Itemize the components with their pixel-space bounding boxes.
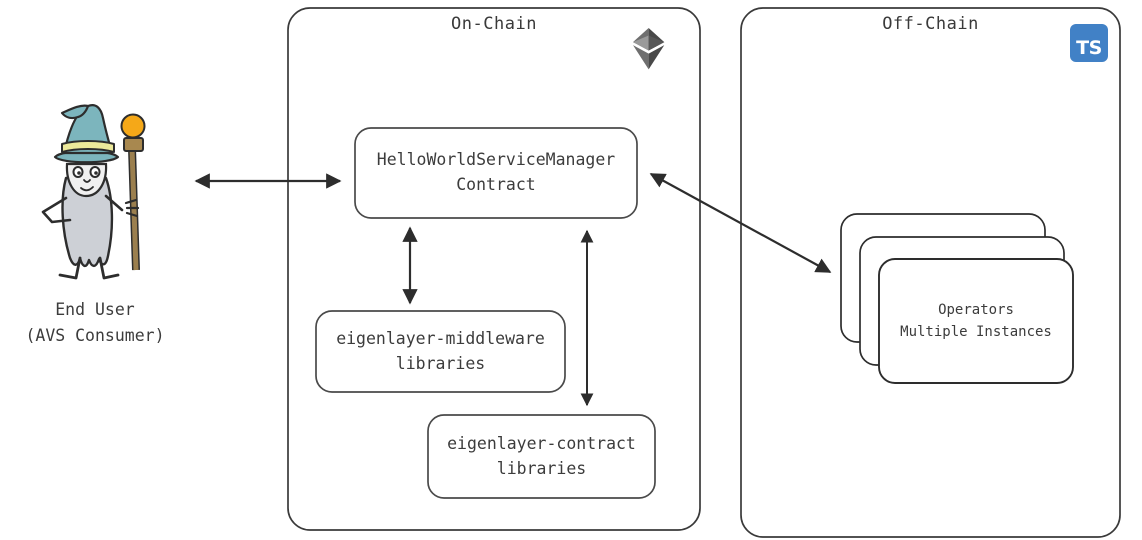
node-operators[interactable]	[878, 258, 1074, 384]
arrow-service-manager-to-operators	[649, 173, 832, 273]
typescript-icon: TS	[1070, 24, 1108, 62]
node-service-manager[interactable]	[354, 127, 638, 219]
end-user-label: End User (AVS Consumer)	[25, 300, 165, 345]
node-eigenlayer-contract[interactable]	[427, 414, 656, 499]
wizard-avatar-icon	[41, 104, 146, 280]
on-chain-title: On-Chain	[451, 14, 537, 34]
off-chain-title: Off-Chain	[882, 14, 979, 34]
node-eigenlayer-middleware[interactable]	[315, 310, 566, 393]
